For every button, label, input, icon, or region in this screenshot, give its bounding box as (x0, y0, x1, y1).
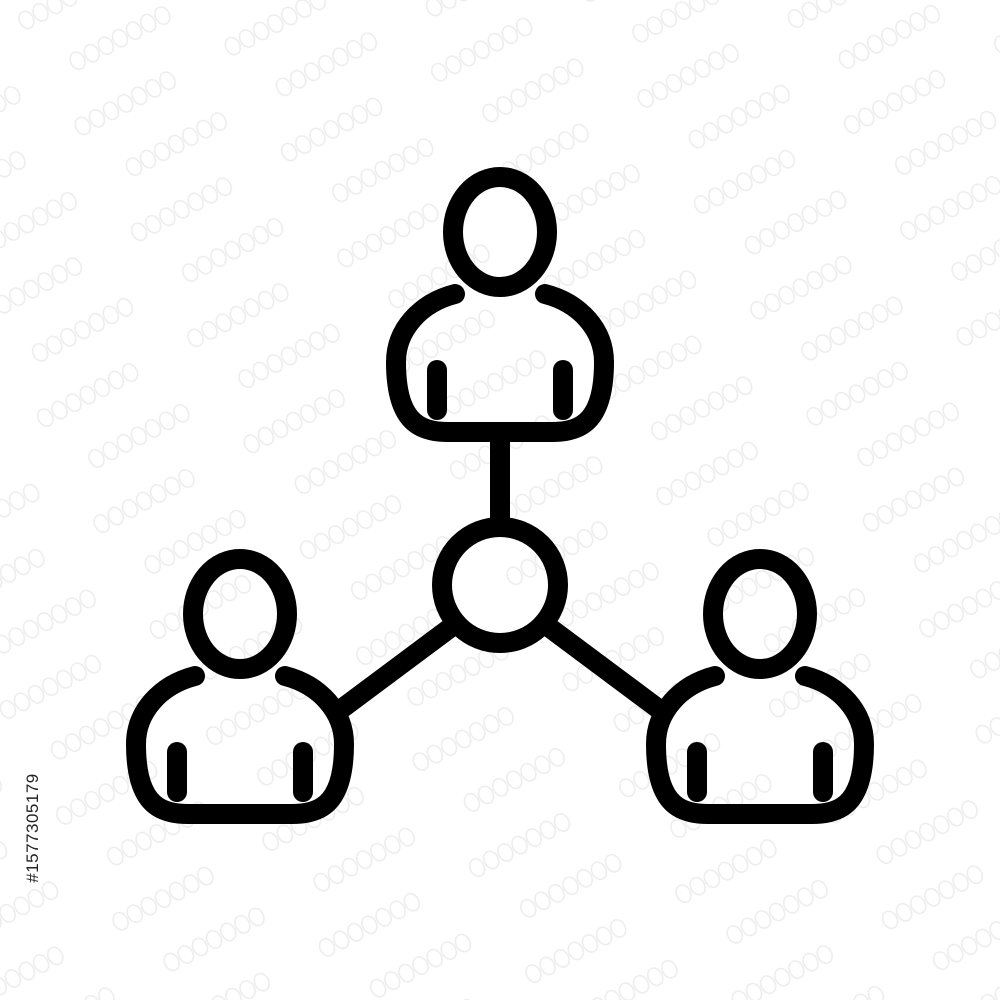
hub-node-icon (432, 517, 568, 653)
person-body (126, 666, 354, 824)
person-head (703, 549, 817, 679)
person-head (183, 549, 297, 679)
person-body (386, 284, 614, 442)
person-icon-top (386, 167, 614, 442)
stock-id-label: #1577305179 (23, 773, 42, 883)
person-head (443, 167, 557, 297)
person-icon-right (646, 549, 874, 824)
person-icon-left (126, 549, 354, 824)
connector-line-right (540, 618, 670, 720)
person-body (646, 666, 874, 824)
connector-line-left (330, 618, 460, 720)
